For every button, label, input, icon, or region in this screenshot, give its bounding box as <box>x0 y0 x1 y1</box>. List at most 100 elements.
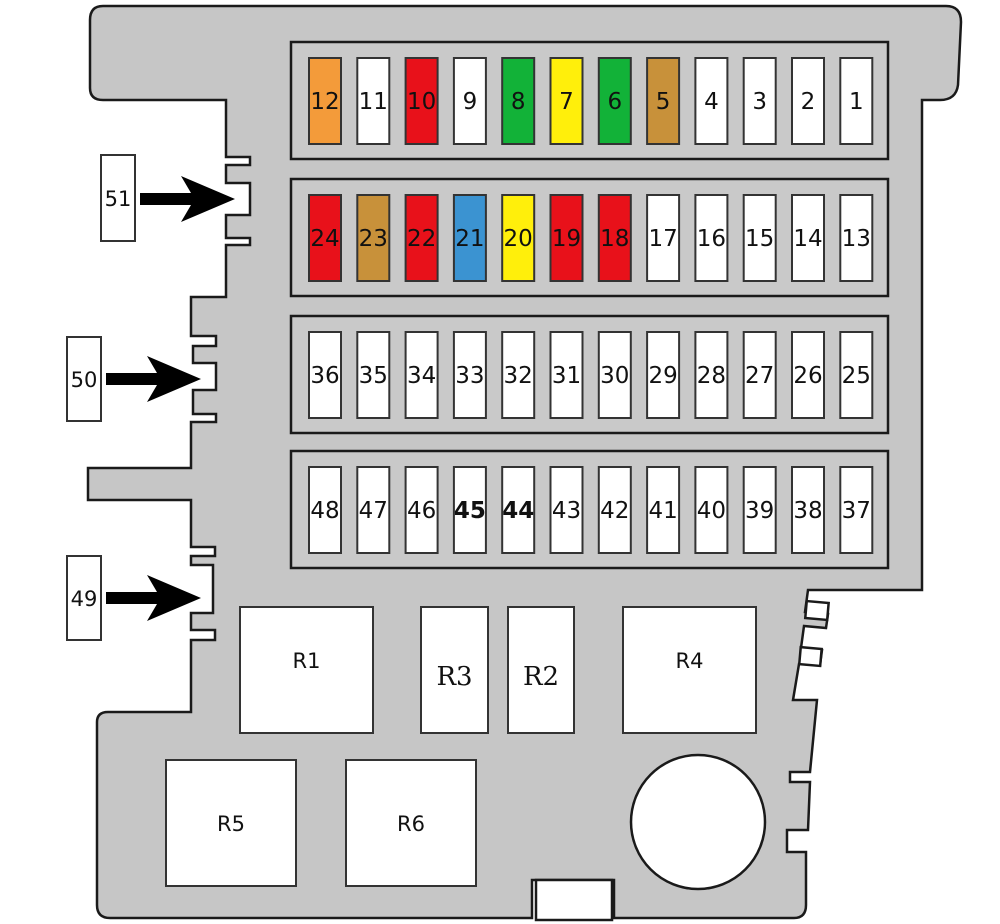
fuse-body <box>404 194 439 282</box>
fuse-9[interactable]: 9 <box>452 57 487 145</box>
fuse-5[interactable]: 5 <box>646 57 681 145</box>
fuse-6[interactable]: 6 <box>597 57 632 145</box>
side-fuse-label: 51 <box>105 187 132 211</box>
relay-body <box>239 606 374 734</box>
fuse-2[interactable]: 2 <box>791 57 825 145</box>
fuse-body <box>549 331 584 419</box>
relay-label: R1 <box>293 649 321 673</box>
fuse-label: 45 <box>454 498 486 524</box>
fuse-3[interactable]: 3 <box>742 57 777 145</box>
fuse-7[interactable]: 7 <box>549 57 584 145</box>
fuse-body <box>646 194 681 282</box>
fuse-18[interactable]: 18 <box>597 194 632 282</box>
fuse-21[interactable]: 21 <box>452 194 487 282</box>
relay-label: R3 <box>436 662 472 692</box>
fuse-label: 27 <box>745 363 774 389</box>
fuse-body <box>501 57 536 145</box>
fuse-label: 32 <box>504 363 533 389</box>
fuse-20[interactable]: 20 <box>501 194 536 282</box>
fuse-31[interactable]: 31 <box>549 331 584 419</box>
fuse-body <box>597 57 632 145</box>
fuse-row-panel <box>289 314 890 435</box>
fuse-25[interactable]: 25 <box>839 331 874 419</box>
fuse-12[interactable]: 12 <box>308 57 342 145</box>
fuse-41[interactable]: 41 <box>646 466 681 554</box>
fuse-label: 28 <box>697 363 726 389</box>
fuse-body <box>356 194 391 282</box>
fuse-8[interactable]: 8 <box>501 57 536 145</box>
fuse-14[interactable]: 14 <box>791 194 825 282</box>
fuse-38[interactable]: 38 <box>791 466 825 554</box>
relay-r3[interactable]: R3 <box>420 606 489 734</box>
fuse-43[interactable]: 43 <box>549 466 584 554</box>
fuse-body <box>839 57 874 145</box>
fuse-22[interactable]: 22 <box>404 194 439 282</box>
fuse-body <box>452 466 487 554</box>
fuse-46[interactable]: 46 <box>404 466 439 554</box>
fuse-47[interactable]: 47 <box>356 466 391 554</box>
fuse-label: 8 <box>511 89 526 115</box>
fuse-body <box>791 194 825 282</box>
fuse-24[interactable]: 24 <box>308 194 342 282</box>
fuse-32[interactable]: 32 <box>501 331 536 419</box>
side-fuse-51[interactable]: 51 <box>100 154 235 242</box>
fuse-4[interactable]: 4 <box>694 57 729 145</box>
fuse-body <box>597 194 632 282</box>
fuse-40[interactable]: 40 <box>694 466 729 554</box>
fuse-23[interactable]: 23 <box>356 194 391 282</box>
fuse-body <box>404 466 439 554</box>
fuse-body <box>791 466 825 554</box>
fuse-11[interactable]: 11 <box>356 57 391 145</box>
relay-r1[interactable]: R1 <box>239 606 374 734</box>
fuse-body <box>549 194 584 282</box>
fuse-label: 10 <box>407 89 436 115</box>
fuse-1[interactable]: 1 <box>839 57 874 145</box>
fuse-label: 2 <box>801 89 816 115</box>
fuse-13[interactable]: 13 <box>839 194 874 282</box>
fuse-label: 14 <box>793 226 822 252</box>
fuse-28[interactable]: 28 <box>694 331 729 419</box>
side-fuse-49[interactable]: 49 <box>66 555 201 641</box>
fuse-17[interactable]: 17 <box>646 194 681 282</box>
relay-r5[interactable]: R5 <box>165 759 297 887</box>
relay-label: R6 <box>397 812 425 836</box>
fuse-label: 11 <box>359 89 388 115</box>
fuse-37[interactable]: 37 <box>839 466 874 554</box>
fuse-label: 33 <box>455 363 484 389</box>
fuse-label: 16 <box>697 226 726 252</box>
fuse-45[interactable]: 45 <box>452 466 487 554</box>
fuse-35[interactable]: 35 <box>356 331 391 419</box>
arrow-right-icon <box>140 176 235 222</box>
side-fuse-50[interactable]: 50 <box>66 336 201 422</box>
fuse-36[interactable]: 36 <box>308 331 342 419</box>
fuse-10[interactable]: 10 <box>404 57 439 145</box>
fuse-body <box>501 331 536 419</box>
fuse-19[interactable]: 19 <box>549 194 584 282</box>
fuse-label: 40 <box>697 498 726 524</box>
fuse-body <box>742 331 777 419</box>
fuse-42[interactable]: 42 <box>597 466 632 554</box>
housing-tab <box>797 645 824 668</box>
fuse-label: 22 <box>407 226 436 252</box>
fuse-body <box>839 194 874 282</box>
fuse-48[interactable]: 48 <box>308 466 342 554</box>
relay-r6[interactable]: R6 <box>345 759 477 887</box>
fuse-body <box>452 194 487 282</box>
fuse-33[interactable]: 33 <box>452 331 487 419</box>
side-fuse-label: 49 <box>71 587 98 611</box>
fuse-29[interactable]: 29 <box>646 331 681 419</box>
fuse-44[interactable]: 44 <box>501 466 536 554</box>
fuse-30[interactable]: 30 <box>597 331 632 419</box>
fuse-39[interactable]: 39 <box>742 466 777 554</box>
relay-r2[interactable]: R2 <box>507 606 575 734</box>
relay-r4[interactable]: R4 <box>622 606 757 734</box>
fuse-15[interactable]: 15 <box>742 194 777 282</box>
fuse-16[interactable]: 16 <box>694 194 729 282</box>
fuse-body <box>308 57 342 145</box>
fuse-27[interactable]: 27 <box>742 331 777 419</box>
fuse-26[interactable]: 26 <box>791 331 825 419</box>
fuse-body <box>501 466 536 554</box>
fuse-34[interactable]: 34 <box>404 331 439 419</box>
